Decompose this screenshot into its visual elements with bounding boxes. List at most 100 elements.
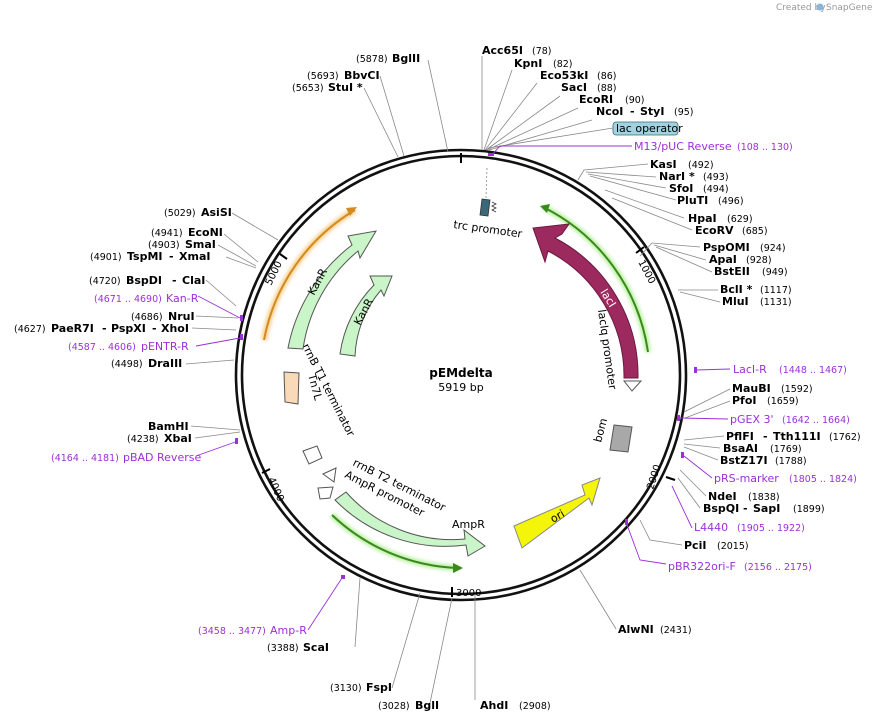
primer-name: Kan-R: [166, 292, 199, 305]
ampR-label: AmpR: [452, 518, 485, 531]
enzyme-pos: (5878): [356, 54, 388, 65]
enzyme-name: BspDI: [126, 274, 162, 287]
enzyme-pos: (86): [597, 71, 617, 82]
ampR-orf-arc: [331, 514, 459, 569]
rrnB-T2-feature: [317, 486, 334, 500]
enzyme-pos: (4498): [111, 359, 143, 370]
enzyme-name: NdeI: [708, 490, 737, 503]
trc-promoter-label: trc promoter: [453, 218, 524, 241]
enzyme-name: BamHI: [148, 420, 189, 433]
enzyme-name-2: ClaI: [182, 274, 205, 287]
ori-feature: [513, 477, 601, 549]
enzyme-pos: (1769): [770, 444, 802, 455]
enzyme-sep: -: [102, 322, 107, 335]
primer-range: (4671 .. 4690): [94, 294, 162, 305]
enzyme-pos: (4720): [89, 276, 121, 287]
ampR-promoter-feature: [322, 467, 337, 483]
features: lacI lacIq promoter bom ori AmpR AmpR pr…: [283, 121, 683, 557]
tick-label-3000: 3000: [456, 588, 481, 599]
enzyme-pos: (1838): [748, 492, 780, 503]
primer-name: pENTR-R: [141, 340, 189, 353]
primer-name: M13/pUC Reverse: [634, 140, 732, 153]
bom-feature: [609, 424, 633, 453]
enzyme-name: BstEII: [714, 265, 750, 278]
enzyme-name: AhdI: [480, 699, 508, 712]
primer-range: (1448 .. 1467): [779, 365, 847, 376]
enzyme-name: PfoI: [732, 394, 757, 407]
enzyme-pos: (496): [718, 196, 744, 207]
enzyme-name-2: Tth111I: [773, 430, 821, 443]
enzyme-name: ScaI: [303, 641, 329, 654]
Tn7L-feature: [283, 371, 300, 405]
enzyme-pos: (493): [703, 172, 729, 183]
enzyme-pos: (90): [625, 95, 645, 106]
primer-name: pGEX 3': [730, 413, 774, 426]
enzyme-leaders: [185, 56, 731, 704]
lac-operator-leader: [487, 127, 614, 149]
enzyme-name: SacI: [561, 81, 587, 94]
enzyme-sep: -: [172, 274, 177, 287]
lacI-orf-arrow: [540, 204, 550, 213]
plasmid-name: pEMdelta: [429, 366, 492, 380]
bom-label: bom: [591, 417, 610, 444]
enzyme-sep: -: [743, 502, 748, 515]
enzyme-pos: (2908): [519, 701, 551, 712]
enzyme-pos: (1117): [760, 285, 792, 296]
enzyme-name: NruI: [168, 310, 195, 323]
enzyme-pos: (3028): [378, 701, 410, 712]
primer-name: pBAD Reverse: [123, 451, 201, 464]
enzyme-name: Eco53kI: [540, 69, 588, 82]
orf-arcs: [261, 204, 651, 573]
enzyme-name: AsiSI: [201, 206, 232, 219]
primer-range: (1805 .. 1824): [789, 474, 857, 485]
primer-range: (1642 .. 1664): [782, 415, 850, 426]
enzyme-pos: (492): [688, 160, 714, 171]
enzyme-pos: (928): [746, 255, 772, 266]
enzyme-name-2: PspXI: [111, 322, 146, 335]
enzyme-name-2: XmaI: [179, 250, 210, 263]
enzyme-name-2: SapI: [753, 502, 780, 515]
enzyme-pos: (78): [532, 46, 552, 57]
enzyme-name: EcoNI: [188, 226, 223, 239]
kanR-outer-feature: [287, 230, 377, 350]
enzyme-name: DraIII: [148, 357, 182, 370]
tick-mark-5000: [279, 253, 288, 260]
primer-range: (1905 .. 1922): [737, 523, 805, 534]
rrnB-T1-label: rrnB T1 terminator: [299, 341, 357, 439]
primer-name: pBR322ori-F: [668, 560, 736, 573]
backbone: [234, 148, 688, 602]
backbone-outer-ring: [234, 148, 688, 602]
credit-brand: SnapGene: [826, 3, 873, 13]
trc-promoter-feature: [479, 198, 491, 217]
enzyme-pos: (685): [742, 226, 768, 237]
enzyme-name: PflFI: [726, 430, 754, 443]
primer-name: LacI-R: [733, 363, 767, 376]
enzyme-sep: -: [763, 430, 768, 443]
trc-promoter-leader: [485, 167, 488, 199]
enzyme-pos: (95): [674, 107, 694, 118]
enzyme-name: SfoI: [669, 182, 693, 195]
tick-mark-1000: [635, 246, 645, 254]
enzyme-name-3: XhoI: [161, 322, 189, 335]
enzyme-name: BglII: [392, 52, 420, 65]
enzyme-name: XbaI: [164, 432, 192, 445]
enzyme-name: StuI *: [328, 81, 363, 94]
primer-range: (108 .. 130): [737, 142, 793, 153]
primer-range: (4164 .. 4181): [51, 453, 119, 464]
kanR-orf-arc: [263, 209, 356, 341]
snapgene-credit: Created by SnapGene: [776, 3, 873, 13]
tick-mark-2000: [665, 476, 676, 481]
enzyme-pos: (924): [760, 243, 786, 254]
ori-label: ori: [548, 507, 567, 525]
enzyme-pos: (4941): [151, 228, 183, 239]
enzyme-sep: -: [630, 105, 635, 118]
enzyme-name: PaeR7I: [51, 322, 94, 335]
enzyme-name-2: StyI: [640, 105, 664, 118]
primer-name: pRS-marker: [714, 472, 779, 485]
enzyme-name: BsaAI: [723, 442, 758, 455]
enzyme-name: SmaI: [185, 238, 216, 251]
enzyme-name: MluI: [722, 295, 749, 308]
primer-range: (2156 .. 2175): [744, 562, 812, 573]
rrnB-T1-feature: [302, 445, 323, 465]
